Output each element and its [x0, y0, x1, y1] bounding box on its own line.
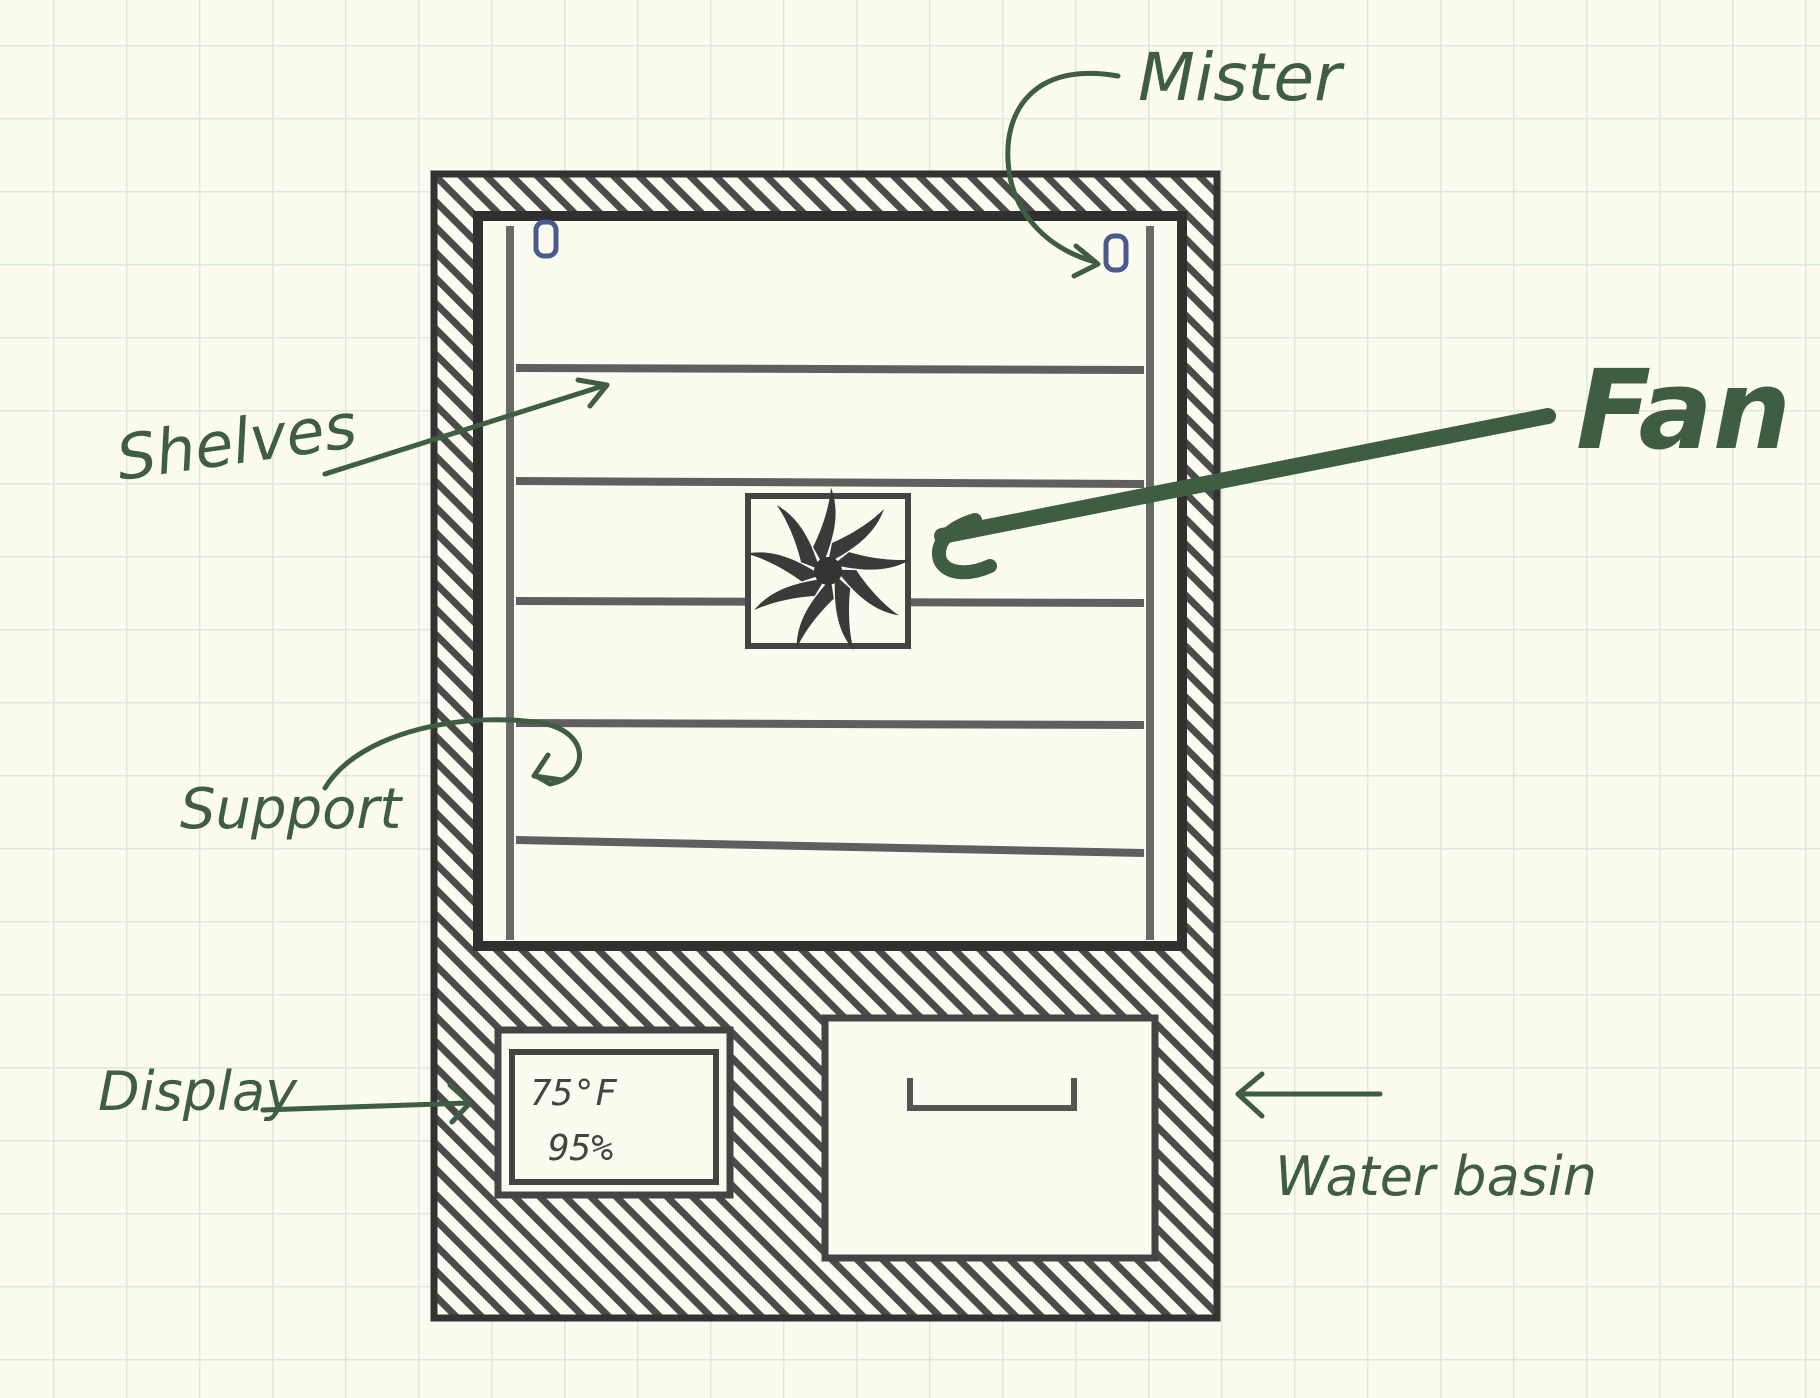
label-support: Support [180, 777, 403, 842]
fan-arrow [934, 408, 1556, 544]
fan-blade [834, 575, 854, 651]
fan-blade [813, 487, 836, 565]
fan-blade [828, 509, 884, 563]
fan-blade [754, 578, 826, 611]
fan-blades [746, 487, 911, 651]
water-basin [821, 1014, 1159, 1262]
display-unit: 75°F 95% [494, 1026, 734, 1199]
fan-blade [833, 552, 911, 570]
label-mister: Mister [1138, 39, 1345, 116]
shelf [515, 719, 1145, 729]
support-arrow [322, 717, 582, 791]
shelf [515, 477, 1145, 488]
display-humidity: 95% [548, 1128, 613, 1169]
fan-arrowhead [932, 513, 997, 580]
fan-blade [835, 569, 899, 616]
fan-blade [796, 578, 834, 649]
mister-nozzle-right [1103, 233, 1129, 273]
display-screen [509, 1049, 719, 1185]
fan-blade [776, 505, 821, 570]
shelf [515, 364, 1145, 374]
fan-hub [814, 557, 842, 585]
mister-arrowhead [1071, 243, 1101, 279]
display-arrowhead [447, 1082, 473, 1125]
display-temperature: 75°F [530, 1073, 618, 1114]
label-shelves: Shelves [112, 389, 361, 495]
label-water-basin: Water basin [1275, 1145, 1597, 1208]
shelf [515, 836, 1145, 857]
water-basin-handle [907, 1078, 1077, 1111]
label-display: Display [98, 1060, 298, 1123]
fan-blade [746, 552, 822, 582]
display-arrow [260, 1100, 471, 1113]
label-fan: Fan [1576, 346, 1791, 474]
water-basin-door [821, 1014, 1159, 1262]
fan [745, 487, 911, 651]
mister-arrow [1005, 70, 1121, 265]
shelves-arrow [322, 382, 609, 477]
shelves-arrowhead [575, 377, 610, 409]
mister-nozzle-left [533, 219, 559, 259]
water-basin-arrowhead [1235, 1071, 1265, 1119]
support-arrowhead [531, 752, 565, 783]
